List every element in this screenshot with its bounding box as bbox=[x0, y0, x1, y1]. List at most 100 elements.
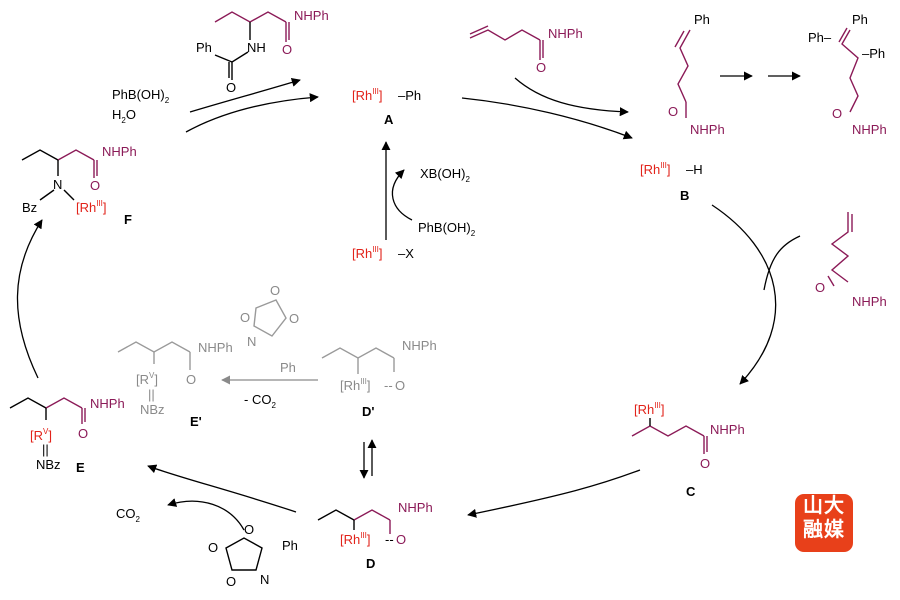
top-product-nh: NH bbox=[247, 40, 266, 55]
dioxazolone-ph: Ph bbox=[282, 538, 298, 553]
species-F: NHPh O N Bz [RhIII] F bbox=[21, 144, 137, 227]
watermark-line1: 山大 bbox=[803, 495, 845, 517]
triphenyl-nhph: NHPh bbox=[852, 122, 887, 137]
dioxazolone-grey-o-top: O bbox=[270, 283, 280, 298]
C-o: O bbox=[700, 456, 710, 471]
product-B-styryl: Ph O NHPh bbox=[668, 12, 725, 137]
rh-B: [RhIII] bbox=[640, 161, 671, 177]
dioxazolone-n: N bbox=[260, 572, 269, 587]
dioxazolone-grey-o-left: O bbox=[240, 310, 250, 325]
equilibrium-D-Dprime bbox=[359, 439, 377, 479]
E-nhph: NHPh bbox=[90, 396, 125, 411]
substrate-right-nhph: NHPh bbox=[852, 294, 887, 309]
label-Dprime: D' bbox=[362, 404, 374, 419]
arrow-E-to-F bbox=[16, 219, 43, 379]
watermark-line2: 融媒 bbox=[803, 519, 845, 541]
F-o: O bbox=[90, 178, 100, 193]
styryl-nhph: NHPh bbox=[690, 122, 725, 137]
dioxazolone-o-top: O bbox=[244, 522, 254, 537]
arrow-Dprime-to-Eprime: - CO2 bbox=[221, 375, 318, 410]
Dprime-nhph: NHPh bbox=[402, 338, 437, 353]
reagent-phboh2-1: PhB(OH)2 bbox=[112, 87, 170, 105]
initiation: XB(OH)2 PhB(OH)2 [RhIII] –X bbox=[352, 141, 476, 261]
watermark-logo: 山大 融媒 bbox=[795, 494, 853, 552]
substrate-right-o: O bbox=[815, 280, 825, 295]
Eprime-nbz: NBz bbox=[140, 402, 165, 417]
F-n: N bbox=[53, 177, 62, 192]
E-o: O bbox=[78, 426, 88, 441]
rh-C: [RhIII] bbox=[634, 401, 665, 417]
D-nhph: NHPh bbox=[398, 500, 433, 515]
rh-A-tail: –Ph bbox=[398, 88, 421, 103]
rh-D: [RhIII] bbox=[340, 531, 371, 547]
D-dash: -- bbox=[385, 532, 394, 547]
C-nhph: NHPh bbox=[710, 422, 745, 437]
E-dbl: || bbox=[42, 442, 49, 457]
E-nbz: NBz bbox=[36, 457, 61, 472]
species-D: NHPh [RhIII] -- O D bbox=[317, 500, 433, 571]
D-o: O bbox=[396, 532, 406, 547]
xboh2-label: XB(OH)2 bbox=[420, 166, 471, 184]
arrow-B-to-C bbox=[711, 204, 801, 385]
label-Eprime: E' bbox=[190, 414, 202, 429]
top-product-nhph: NHPh bbox=[294, 8, 329, 23]
substrate-top: NHPh O bbox=[469, 25, 583, 75]
F-bz: Bz bbox=[22, 200, 37, 215]
Dprime-o: O bbox=[395, 378, 405, 393]
product-triphenyl: Ph Ph– –Ph O NHPh bbox=[808, 12, 887, 137]
arrow-F-to-A: PhB(OH)2 H2O bbox=[112, 77, 319, 133]
top-product-ph: Ph bbox=[196, 40, 212, 55]
Dprime-dash: -- bbox=[384, 378, 393, 393]
dioxazolone-grey-ph: Ph bbox=[280, 360, 296, 375]
reagent-water: H2O bbox=[112, 107, 136, 125]
arrow-C-to-D bbox=[467, 469, 641, 518]
arrow-D-to-E: CO2 bbox=[116, 464, 297, 531]
dioxazolone-bottom: O O Ph O N bbox=[208, 522, 298, 589]
minus-co2-label: - CO2 bbox=[244, 392, 276, 410]
arrow-A-to-B bbox=[461, 77, 633, 140]
top-product-o: O bbox=[282, 42, 292, 57]
label-D: D bbox=[366, 556, 375, 571]
styryl-ph: Ph bbox=[694, 12, 710, 27]
triphenyl-ph-top: Ph bbox=[852, 12, 868, 27]
rv-Eprime: [RV] bbox=[136, 371, 158, 387]
substrate-right: O NHPh bbox=[815, 212, 887, 309]
triphenyl-ph-left: Ph– bbox=[808, 30, 832, 45]
species-C: [RhIII] NHPh O C bbox=[631, 401, 745, 499]
top-product-structure: NHPh O NH Ph O bbox=[196, 8, 329, 95]
label-B: B bbox=[680, 188, 689, 203]
dioxazolone-o-left: O bbox=[208, 540, 218, 555]
dioxazolone-grey: O O O N Ph bbox=[240, 283, 299, 375]
label-C: C bbox=[686, 484, 696, 499]
species-E-prime: NHPh O [RV] || NBz E' bbox=[117, 340, 233, 429]
rh-X: [RhIII] bbox=[352, 245, 383, 261]
species-D-prime: NHPh [RhIII] -- O D' bbox=[321, 338, 437, 419]
co2-label: CO2 bbox=[116, 506, 141, 524]
label-E: E bbox=[76, 460, 85, 475]
species-B: [RhIII] –H B bbox=[640, 161, 703, 203]
Eprime-o: O bbox=[186, 372, 196, 387]
phboh2-label: PhB(OH)2 bbox=[418, 220, 476, 238]
species-A: [RhIII] –Ph A bbox=[352, 87, 421, 127]
rh-Dprime: [RhIII] bbox=[340, 377, 371, 393]
dioxazolone-grey-n: N bbox=[247, 334, 256, 349]
substrate-top-o: O bbox=[536, 60, 546, 75]
label-A: A bbox=[384, 112, 394, 127]
species-E: NHPh O [RV] || NBz E bbox=[9, 396, 125, 475]
rh-A: [RhIII] bbox=[352, 87, 383, 103]
rh-F: [RhIII] bbox=[76, 199, 107, 215]
label-F: F bbox=[124, 212, 132, 227]
rh-X-tail: –X bbox=[398, 246, 414, 261]
F-nhph: NHPh bbox=[102, 144, 137, 159]
triphenyl-ph-right: –Ph bbox=[862, 46, 885, 61]
dioxazolone-grey-o-right: O bbox=[289, 311, 299, 326]
top-product-o2: O bbox=[226, 80, 236, 95]
rh-B-tail: –H bbox=[686, 162, 703, 177]
Eprime-nhph: NHPh bbox=[198, 340, 233, 355]
rv-E: [RV] bbox=[30, 427, 52, 443]
Eprime-dbl: || bbox=[148, 387, 155, 402]
styryl-o: O bbox=[668, 104, 678, 119]
substrate-top-nhph: NHPh bbox=[548, 26, 583, 41]
